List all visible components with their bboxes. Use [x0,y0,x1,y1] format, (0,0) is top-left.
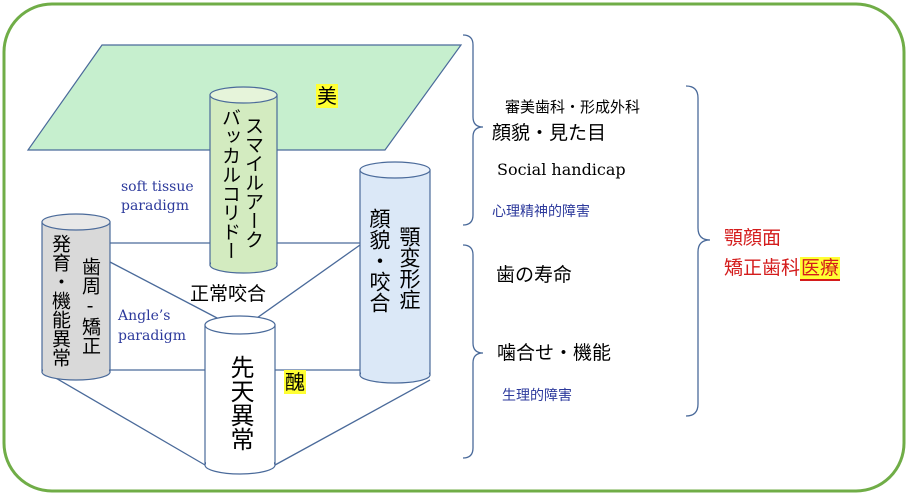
congenital-cylinder [204,315,276,475]
occlusion-function-label: 噛合せ・機能 [497,342,612,364]
bracket-bottom [462,244,484,459]
brackets [462,34,711,459]
maxillofacial-label: 顎顔面 [724,227,782,249]
smile-arc-label: スマイルアーク [242,116,264,249]
development-label: 発育・機能異常 [49,234,71,367]
soft-tissue-label: soft tissue [121,179,194,195]
appearance-label: 顔貌・見た目 [492,122,607,144]
buccal-corridor-label: バッカルコリドー [219,108,241,260]
ugly-label: 醜 [284,370,306,394]
normal-occlusion-label: 正常咬合 [190,283,267,305]
orthodontic-medicine-label: 矯正歯科医療 [724,257,841,281]
angle-paradigm-label: paradigm [118,328,187,344]
bracket-top [462,34,484,226]
social-handicap-label: Social handicap [497,160,626,179]
aesthetic-dentistry-label: 審美歯科・形成外科 [505,98,641,116]
beauty-label: 美 [316,84,338,108]
jaw-cylinder [359,161,431,384]
perio-ortho-label: 歯周-矯正 [79,257,101,355]
tooth-longevity-label: 歯の寿命 [496,264,573,286]
soft-tissue-paradigm-label: paradigm [121,198,190,214]
psychological-disorder-label: 心理精神的障害 [492,204,590,220]
bracket-right [685,85,711,417]
physiological-disorder-label: 生理的障害 [502,388,572,404]
jaw-deformity-label: 顎変形症 [397,226,421,310]
perio-cylinder [41,213,111,381]
face-occlusion-label: 顔貌・咬合 [367,208,391,313]
smile-cylinder [209,86,278,274]
angle-label: Angle’s [118,308,171,324]
congenital-label: 先天異常 [226,355,254,451]
